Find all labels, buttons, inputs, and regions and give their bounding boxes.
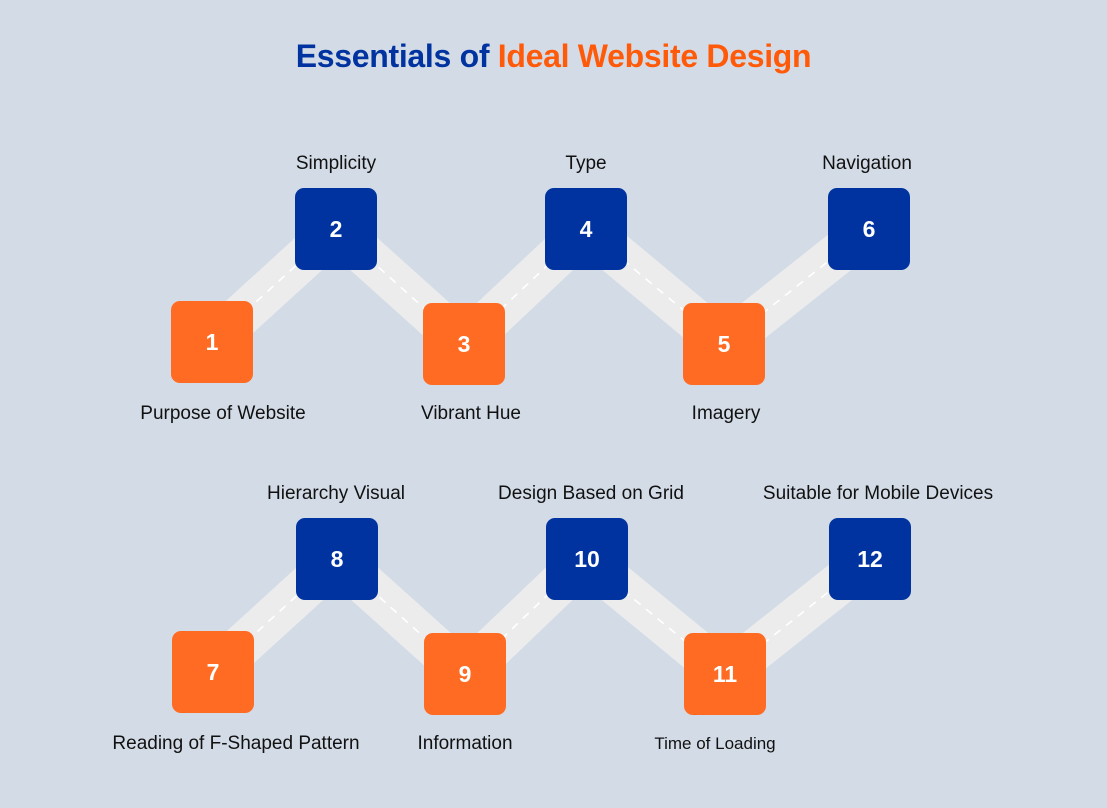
step-node-1: 1 bbox=[171, 301, 253, 383]
step-label-8: Hierarchy Visual bbox=[267, 483, 405, 504]
step-label-11: Time of Loading bbox=[654, 734, 776, 753]
step-number: 12 bbox=[857, 545, 883, 572]
step-node-10: 10 bbox=[546, 518, 628, 600]
step-label-10: Design Based on Grid bbox=[498, 483, 684, 504]
step-node-4: 4 bbox=[545, 188, 627, 270]
step-node-8: 8 bbox=[296, 518, 378, 600]
step-number: 9 bbox=[458, 660, 472, 687]
step-number: 11 bbox=[712, 660, 738, 687]
step-number: 2 bbox=[329, 215, 343, 242]
step-node-3: 3 bbox=[423, 303, 505, 385]
step-label-12: Suitable for Mobile Devices bbox=[762, 483, 994, 504]
step-label-3: Vibrant Hue bbox=[421, 403, 521, 424]
step-number: 1 bbox=[205, 328, 219, 355]
step-label-9: Information bbox=[417, 733, 513, 754]
step-node-2: 2 bbox=[295, 188, 377, 270]
step-label-7: Reading of F-Shaped Pattern bbox=[112, 733, 360, 754]
step-node-9: 9 bbox=[424, 633, 506, 715]
step-number: 6 bbox=[862, 215, 876, 242]
step-number: 7 bbox=[206, 658, 220, 685]
step-label-1: Purpose of Website bbox=[140, 403, 306, 424]
step-number: 5 bbox=[717, 330, 731, 357]
step-label-4: Type bbox=[565, 153, 607, 174]
step-number: 3 bbox=[457, 330, 471, 357]
step-node-12: 12 bbox=[829, 518, 911, 600]
step-node-11: 11 bbox=[684, 633, 766, 715]
step-number: 4 bbox=[579, 215, 593, 242]
page-title: Essentials of Ideal Website Design bbox=[0, 38, 1107, 75]
step-number: 8 bbox=[330, 545, 344, 572]
step-node-7: 7 bbox=[172, 631, 254, 713]
title-part-1: Essentials of bbox=[295, 38, 490, 74]
step-label-2: Simplicity bbox=[295, 153, 377, 174]
step-label-5: Imagery bbox=[691, 403, 761, 424]
step-number: 10 bbox=[574, 545, 600, 572]
step-label-6: Navigation bbox=[822, 153, 912, 174]
step-node-6: 6 bbox=[828, 188, 910, 270]
title-part-2: Ideal Website Design bbox=[497, 38, 812, 74]
step-node-5: 5 bbox=[683, 303, 765, 385]
